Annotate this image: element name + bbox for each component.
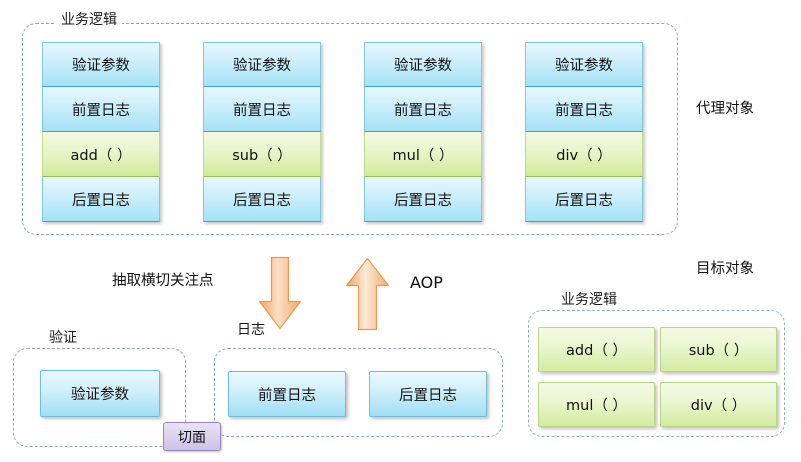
target-method-sub[interactable]: sub（ ） xyxy=(660,327,777,372)
stack-cell[interactable]: add（ ） xyxy=(42,132,160,177)
log-group-label: 日志 xyxy=(232,322,270,338)
target-business-logic-group xyxy=(528,310,785,437)
stack-cell[interactable]: 后置日志 xyxy=(525,177,643,222)
stack-cell[interactable]: 验证参数 xyxy=(364,42,482,87)
validate-group-label: 验证 xyxy=(44,330,82,346)
stack-cell[interactable]: 验证参数 xyxy=(42,42,160,87)
target-group-label: 业务逻辑 xyxy=(556,292,622,308)
stack-cell[interactable]: div（ ） xyxy=(525,132,643,177)
target-method-mul[interactable]: mul（ ） xyxy=(538,382,655,427)
proxy-method-stack-div[interactable]: 验证参数 前置日志 div（ ） 后置日志 xyxy=(525,42,643,222)
stack-cell[interactable]: 验证参数 xyxy=(525,42,643,87)
stack-cell[interactable]: mul（ ） xyxy=(364,132,482,177)
after-log-box[interactable]: 后置日志 xyxy=(369,371,487,417)
stack-cell[interactable]: 前置日志 xyxy=(525,87,643,132)
aspect-badge[interactable]: 切面 xyxy=(163,422,221,451)
proxy-method-stack-add[interactable]: 验证参数 前置日志 add（ ） 后置日志 xyxy=(42,42,160,222)
extract-crosscutting-label: 抽取横切关注点 xyxy=(112,273,214,289)
target-method-add[interactable]: add（ ） xyxy=(538,327,655,372)
stack-cell[interactable]: 后置日志 xyxy=(364,177,482,222)
proxy-method-stack-mul[interactable]: 验证参数 前置日志 mul（ ） 后置日志 xyxy=(364,42,482,222)
stack-cell[interactable]: 前置日志 xyxy=(364,87,482,132)
down-arrow-icon xyxy=(257,256,303,332)
validate-aspect-group xyxy=(13,348,186,447)
proxy-object-group xyxy=(22,23,678,235)
stack-cell[interactable]: 前置日志 xyxy=(42,87,160,132)
stack-cell[interactable]: 前置日志 xyxy=(203,87,321,132)
target-method-div[interactable]: div（ ） xyxy=(660,382,777,427)
proxy-method-stack-sub[interactable]: 验证参数 前置日志 sub（ ） 后置日志 xyxy=(203,42,321,222)
before-log-box[interactable]: 前置日志 xyxy=(228,371,346,417)
validate-params-box[interactable]: 验证参数 xyxy=(40,370,160,417)
up-arrow-icon xyxy=(344,257,392,333)
stack-cell[interactable]: 后置日志 xyxy=(42,177,160,222)
log-aspect-group xyxy=(214,348,503,437)
proxy-object-side-label: 代理对象 xyxy=(696,101,754,117)
stack-cell[interactable]: sub（ ） xyxy=(203,132,321,177)
proxy-group-label: 业务逻辑 xyxy=(56,12,122,28)
stack-cell[interactable]: 后置日志 xyxy=(203,177,321,222)
stack-cell[interactable]: 验证参数 xyxy=(203,42,321,87)
target-object-side-label: 目标对象 xyxy=(696,261,754,277)
aop-label: AOP xyxy=(410,273,443,292)
